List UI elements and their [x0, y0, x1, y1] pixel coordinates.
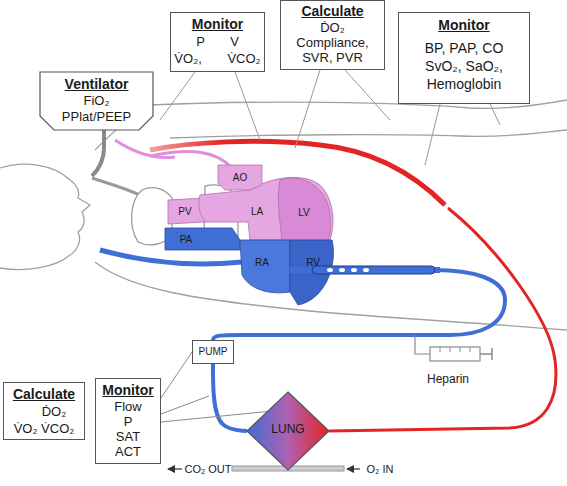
syringe-plunger	[480, 348, 492, 360]
arterial-tubing	[329, 208, 556, 431]
blood-tube	[213, 364, 247, 431]
box-text: Flow P SAT ACT	[112, 399, 144, 459]
chamber-label: PV	[178, 206, 191, 217]
leader-line	[345, 70, 390, 120]
venous-tubing	[213, 270, 505, 340]
monitor-box: MonitorP V V̇O₂, V̇CO₂	[170, 12, 265, 72]
node-content: LUNG	[247, 392, 329, 436]
heparin-line	[415, 335, 430, 354]
calculate-box: CalculateḊO₂ V̇O₂ V̇CO₂	[3, 382, 85, 440]
drug-label: Heparin	[427, 373, 469, 386]
monitor-line	[161, 412, 268, 423]
oxygenator-shape	[247, 392, 329, 470]
gas-arrow	[168, 468, 182, 469]
ventilator-shape	[40, 72, 153, 130]
chamber-label: AO	[233, 172, 247, 183]
inferior-vena-cava	[290, 267, 440, 273]
node-content: PUMP	[193, 341, 233, 357]
box-heading: Monitor	[192, 16, 243, 33]
box-heading: Ventilator	[65, 76, 129, 93]
node-content: MonitorBP, PAP, CO SvO₂, SaO₂, Hemoglobi…	[399, 13, 529, 93]
monitor-box: MonitorFlow P SAT ACT	[95, 378, 161, 464]
node-content: VentilatorFiO₂ PPlat/PEEP	[40, 72, 153, 125]
box-text: LUNG	[271, 423, 304, 436]
chamber-label: LA	[251, 206, 263, 217]
gas-label: CO₂ OUT	[184, 463, 231, 475]
box-text: PUMP	[199, 346, 228, 357]
box-text: ḊO₂ Compliance, SVR, PVR	[293, 20, 373, 65]
vena-cava	[100, 250, 242, 264]
oxygenator-diamond: LUNG	[247, 392, 329, 470]
box-heading: Calculate	[13, 386, 75, 403]
head-outline	[0, 164, 90, 269]
gas-arrow	[347, 468, 360, 469]
right-atrium	[240, 240, 290, 293]
box-text: P V V̇O₂, V̇CO₂	[173, 33, 263, 67]
monitor-box: MonitorBP, PAP, CO SvO₂, SaO₂, Hemoglobi…	[398, 12, 530, 104]
box-heading: Monitor	[102, 382, 153, 399]
left-ventricle	[278, 178, 330, 240]
pump-box: PUMP	[192, 340, 234, 364]
endotracheal-tube	[92, 130, 104, 176]
chamber-label: LV	[298, 207, 310, 218]
trachea	[92, 178, 142, 196]
ventilator-box: VentilatorFiO₂ PPlat/PEEP	[40, 72, 153, 130]
leader-line	[490, 104, 500, 125]
box-text: ḊO₂ V̇O₂ V̇CO₂	[12, 403, 76, 437]
calculate-box: CalculateḊO₂ Compliance, SVR, PVR	[280, 0, 385, 70]
chamber-label: RA	[255, 257, 269, 268]
leader-line	[161, 396, 209, 414]
cannula-hole	[327, 268, 333, 272]
box-text: BP, PAP, CO SvO₂, SaO₂, Hemoglobin	[414, 39, 514, 93]
leader-line	[235, 72, 260, 140]
leader-line	[295, 70, 320, 148]
node-content: CalculateḊO₂ Compliance, SVR, PVR	[281, 1, 384, 65]
cannula-hole	[339, 268, 345, 272]
node-content: MonitorFlow P SAT ACT	[96, 379, 160, 459]
chamber-label: PA	[180, 234, 193, 245]
cannula-hole	[351, 268, 357, 272]
venous-cannula	[312, 266, 435, 274]
syringe-barrel	[430, 347, 480, 361]
node-content: CalculateḊO₂ V̇O₂ V̇CO₂	[4, 383, 84, 437]
pulmonary-artery	[165, 228, 240, 250]
leader-line	[425, 104, 440, 165]
node-content: MonitorP V V̇O₂, V̇CO₂	[171, 13, 264, 67]
aorta-root	[218, 165, 262, 190]
syringe-scale	[440, 347, 470, 352]
box-text: FiO₂ PPlat/PEEP	[57, 93, 137, 125]
chamber-label: RV	[306, 257, 320, 268]
arm-outline	[170, 130, 567, 138]
box-heading: Monitor	[438, 17, 489, 34]
cannula-hole	[363, 268, 369, 272]
box-heading: Calculate	[301, 3, 363, 20]
monitor-line	[161, 352, 192, 398]
leader-line	[160, 72, 195, 120]
gas-label: O₂ IN	[367, 463, 394, 475]
